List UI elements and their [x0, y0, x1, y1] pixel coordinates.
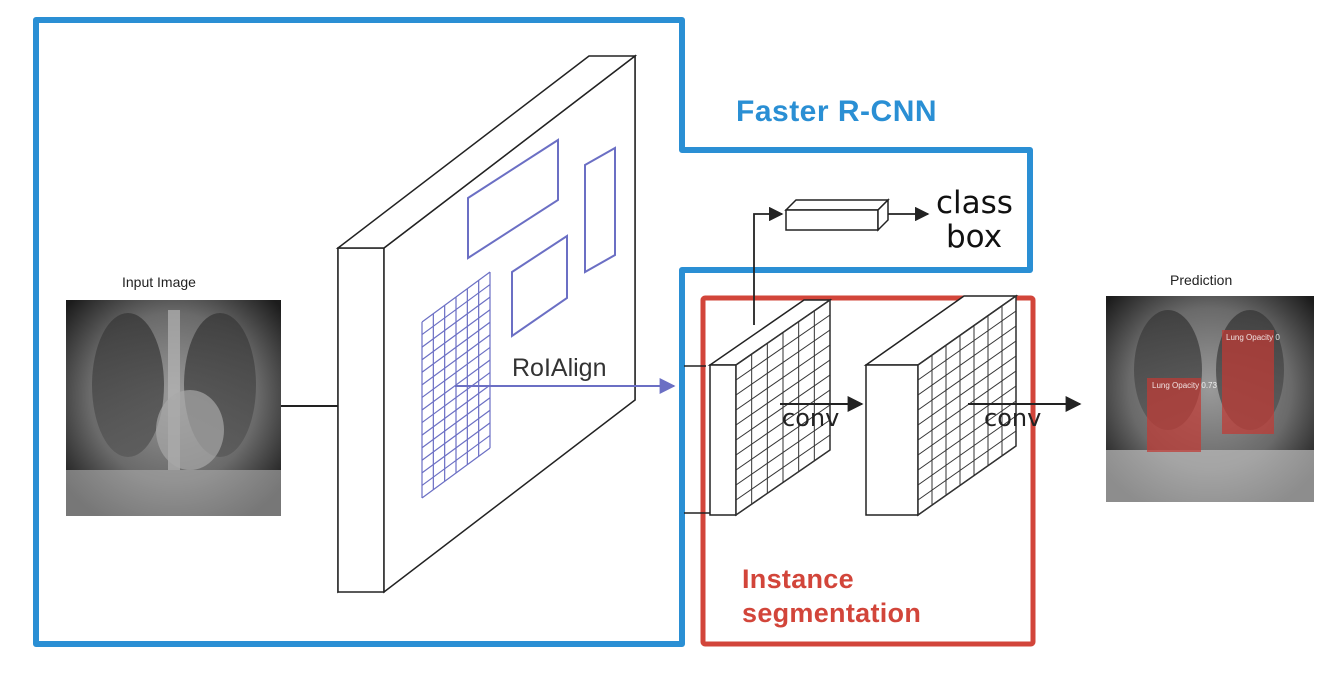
- mask-right-lung: [1222, 330, 1274, 434]
- instance-label-line2: segmentation: [742, 598, 922, 628]
- fc-head-box: [784, 198, 890, 232]
- instance-label-line1: Instance: [742, 564, 854, 594]
- prediction-xray-image: [1106, 296, 1314, 502]
- box-label: box: [946, 219, 1003, 255]
- faster-rcnn-outline: [33, 17, 1033, 647]
- feature-map-slab: [335, 54, 638, 594]
- input-xray-image: [66, 300, 281, 516]
- conv-label-1: conv: [782, 404, 840, 432]
- branch-to-head-arrow: [753, 206, 784, 325]
- mask-label-right: Lung Opacity 0: [1226, 333, 1280, 342]
- roi-feature-block-2: [863, 294, 1019, 517]
- conv-label-2: conv: [984, 404, 1042, 432]
- roi-proposals: [467, 138, 616, 338]
- mask-left-lung: [1147, 378, 1201, 452]
- class-label: class: [936, 185, 1013, 221]
- prediction-label: Prediction: [1170, 272, 1233, 288]
- instance-segmentation-outline: [700, 295, 1036, 647]
- mask-label-left: Lung Opacity 0.73: [1152, 381, 1217, 390]
- faster-rcnn-label: Faster R-CNN: [736, 95, 938, 128]
- roi-grid: [421, 271, 491, 499]
- roi-feature-block-1: [707, 298, 833, 517]
- roialign-label: RoIAlign: [512, 354, 607, 382]
- input-image-label: Input Image: [122, 274, 196, 290]
